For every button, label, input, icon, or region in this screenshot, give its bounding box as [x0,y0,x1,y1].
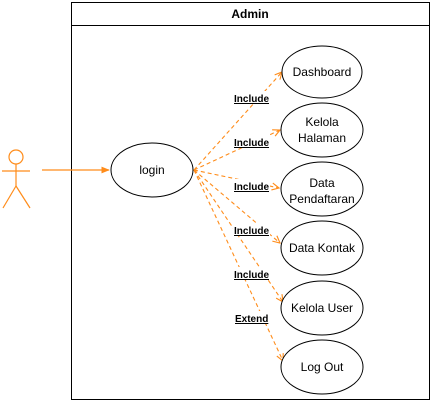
use-case-dashboard[interactable]: Dashboard [281,45,363,99]
relation-label-data-pendaftaran: Include [234,182,269,193]
relation-label-dashboard: Include [234,94,269,105]
use-case-kelola-user[interactable]: Kelola User [280,280,364,336]
use-case-login[interactable]: login [110,142,194,198]
actor-figure[interactable] [2,149,31,209]
relation-line-dashboard [193,72,282,171]
relation-label-data-kontak: Include [234,226,269,237]
system-boundary: Admin [71,2,430,400]
use-case-kelola-user-label: Kelola User [291,301,353,315]
use-case-login-label: login [139,163,164,177]
relation-labels: Include Include Include Include Include … [233,91,270,325]
relation-label-kelola-halaman: Include [234,138,269,149]
system-title: Admin [231,7,268,21]
relation-label-log-out: Extend [235,314,268,325]
use-case-data-pendaftaran-line1: Data [309,176,335,190]
use-case-data-pendaftaran[interactable]: Data Pendaftaran [280,161,364,217]
use-case-kelola-halaman-line2: Halaman [298,131,346,145]
relation-label-kelola-user: Include [234,270,269,281]
use-case-data-pendaftaran-line2: Pendaftaran [289,192,354,206]
use-case-dashboard-label: Dashboard [293,65,352,79]
use-case-log-out-label: Log Out [301,360,344,374]
use-case-kelola-halaman[interactable]: Kelola Halaman [280,102,364,158]
use-case-log-out[interactable]: Log Out [280,339,364,395]
use-case-kelola-halaman-line1: Kelola [305,115,339,129]
use-case-data-kontak[interactable]: Data Kontak [280,220,364,276]
relation-line-log-out [193,169,283,361]
use-case-data-kontak-label: Data Kontak [289,241,356,255]
